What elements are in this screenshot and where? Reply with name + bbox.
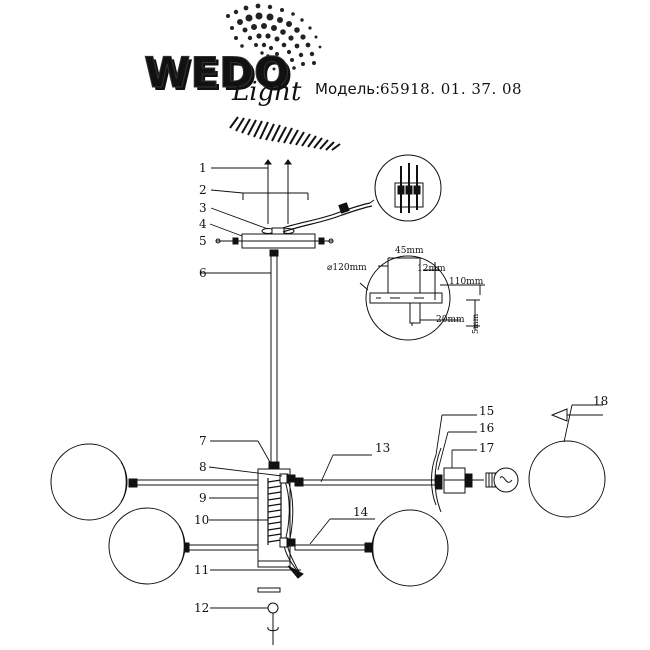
callout-10: 10 <box>194 513 209 527</box>
dim-110: 110mm <box>449 277 484 287</box>
socket-exploded <box>431 447 519 513</box>
callout-2: 2 <box>199 183 207 197</box>
callout-18: 18 <box>593 394 608 408</box>
callout-3: 3 <box>199 201 207 215</box>
brand-logo: WEDO WEDO Light <box>144 3 322 107</box>
dimension-detail-inset <box>359 255 485 341</box>
terminal-detail-inset <box>369 154 442 222</box>
central-body <box>257 468 304 645</box>
logo-word: WEDO <box>144 48 290 97</box>
globes <box>50 440 606 587</box>
callout-7: 7 <box>199 434 207 448</box>
callout-1: 1 <box>199 161 207 175</box>
canopy-assembly <box>215 159 373 257</box>
direction-arrow <box>550 408 603 422</box>
dim-12: 12mm <box>417 264 446 274</box>
dim-45: 45mm <box>395 246 424 256</box>
callout-labels: 1 2 3 4 5 6 7 8 9 10 11 12 13 14 15 16 1… <box>194 161 608 615</box>
callout-16: 16 <box>479 421 494 435</box>
down-rod <box>268 255 280 470</box>
model-number: 65918. 01. 37. 08 <box>380 80 522 98</box>
logo-word-shadow: WEDO <box>147 51 293 100</box>
callout-9: 9 <box>199 491 207 505</box>
callout-12: 12 <box>194 601 209 615</box>
callout-17: 17 <box>479 441 494 455</box>
logo-script: Light <box>231 77 302 107</box>
model-label: Модель: <box>315 80 380 98</box>
dim-20: 20mm <box>436 315 465 325</box>
callout-6: 6 <box>199 266 207 280</box>
logo-dot-swirl <box>226 3 322 71</box>
callout-13: 13 <box>375 441 390 455</box>
dim-5: 5mm <box>471 313 480 334</box>
callout-15: 15 <box>479 404 494 418</box>
callout-11: 11 <box>194 563 209 577</box>
callout-5: 5 <box>199 234 207 248</box>
ceiling-hatch <box>229 116 341 151</box>
callout-8: 8 <box>199 460 207 474</box>
dim-diameter: ⌀120mm <box>327 263 367 273</box>
callout-14: 14 <box>353 505 369 519</box>
leader-lines <box>200 167 603 609</box>
callout-4: 4 <box>199 217 207 231</box>
